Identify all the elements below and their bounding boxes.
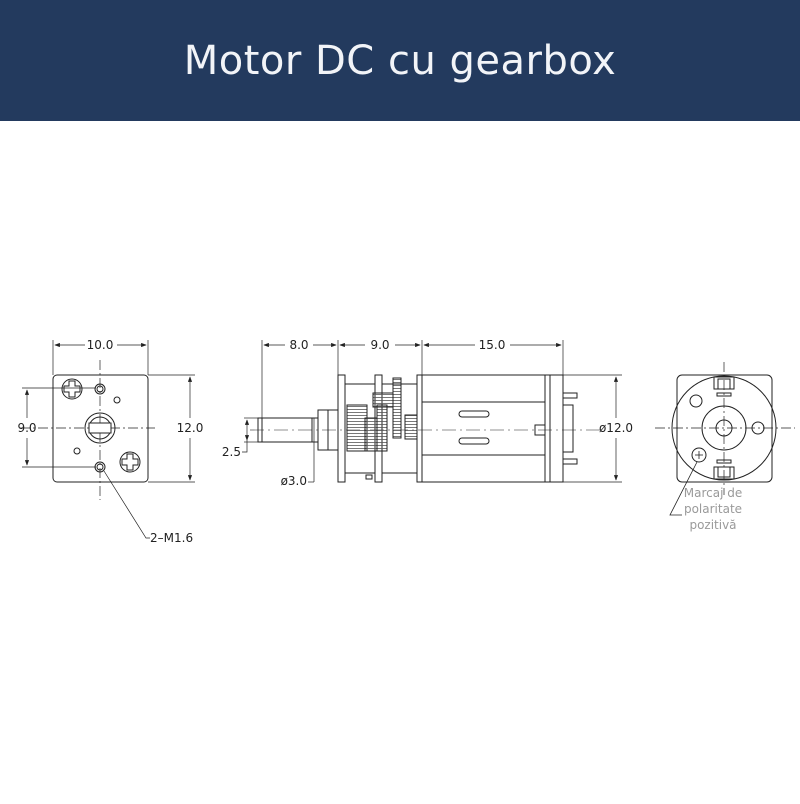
- polarity-note-line-3: pozitivă: [689, 518, 736, 532]
- shaft-boss-icon: [84, 412, 116, 444]
- rear-view: Marcaj de polaritate pozitivă: [655, 362, 795, 532]
- side-view: 8.0 9.0 15.0 2.5 ø3.0 ø12.0: [222, 338, 633, 488]
- gearbox-face-outline: [52, 374, 149, 483]
- dim-width: 10.0: [87, 338, 114, 352]
- title-banner: Motor DC cu gearbox: [0, 0, 800, 121]
- screw-icon: [61, 378, 83, 400]
- dim-motor-length: 15.0: [479, 338, 506, 352]
- dim-shaft-diameter: ø3.0: [281, 474, 307, 488]
- page-title: Motor DC cu gearbox: [183, 37, 617, 84]
- thread-callout: 2–M1.6: [150, 531, 193, 545]
- dim-shaft-length: 8.0: [289, 338, 308, 352]
- polarity-note-line-1: Marcaj de: [684, 486, 742, 500]
- front-view: 10.0 12.0 9.0 2–M1.6: [17, 338, 203, 545]
- dim-gearbox-length: 9.0: [370, 338, 389, 352]
- dim-shaft-flat: 2.5: [222, 445, 241, 459]
- dim-height: 12.0: [177, 421, 204, 435]
- polarity-mark-icon: [691, 447, 707, 463]
- screw-icon: [119, 451, 141, 473]
- dim-hole-spacing: 9.0: [17, 421, 36, 435]
- bearing-icon: [715, 419, 733, 437]
- dim-motor-diameter: ø12.0: [599, 421, 633, 435]
- motor-can: [421, 374, 551, 483]
- motor-end-cap-outline: [676, 374, 773, 483]
- technical-drawing: 10.0 12.0 9.0 2–M1.6: [0, 121, 800, 800]
- polarity-note-line-2: polaritate: [684, 502, 742, 516]
